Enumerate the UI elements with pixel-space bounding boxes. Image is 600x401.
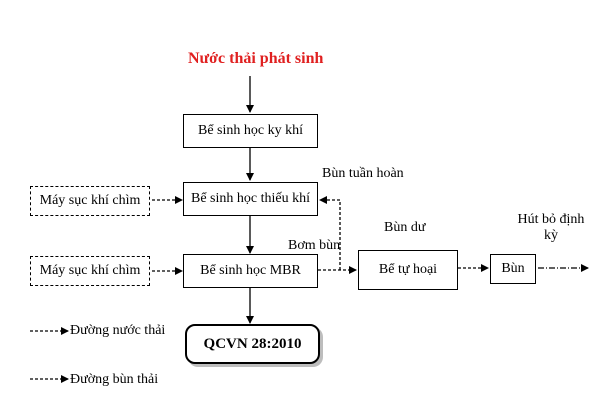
blower-1-box: Máy sục khí chìm	[30, 186, 150, 216]
arrow-recycle-sludge	[319, 196, 341, 270]
standard-box: QCVN 28:2010	[185, 324, 320, 364]
anaerobic-tank-box: Bể sinh học ky khí	[183, 114, 318, 148]
blower-2-box: Máy sục khí chìm	[30, 256, 150, 286]
mbr-tank-box: Bể sinh học MBR	[183, 254, 318, 288]
legend-sludge-label: Đường bùn thải	[70, 372, 159, 387]
periodic-suction-label: Hút bỏ định kỳ	[517, 212, 585, 243]
septic-tank-box: Bể tự hoại	[358, 250, 458, 290]
source-title: Nước thải phát sinh	[188, 50, 324, 67]
sludge-box: Bùn	[490, 254, 536, 284]
recycle-sludge-label: Bùn tuần hoàn	[322, 166, 404, 181]
excess-sludge-label: Bùn dư	[384, 220, 426, 235]
sludge-pump-label: Bơm bùn	[288, 238, 341, 253]
legend-wastewater-label: Đường nước thải	[70, 323, 166, 338]
anoxic-tank-box: Bể sinh học thiếu khí	[183, 182, 318, 216]
